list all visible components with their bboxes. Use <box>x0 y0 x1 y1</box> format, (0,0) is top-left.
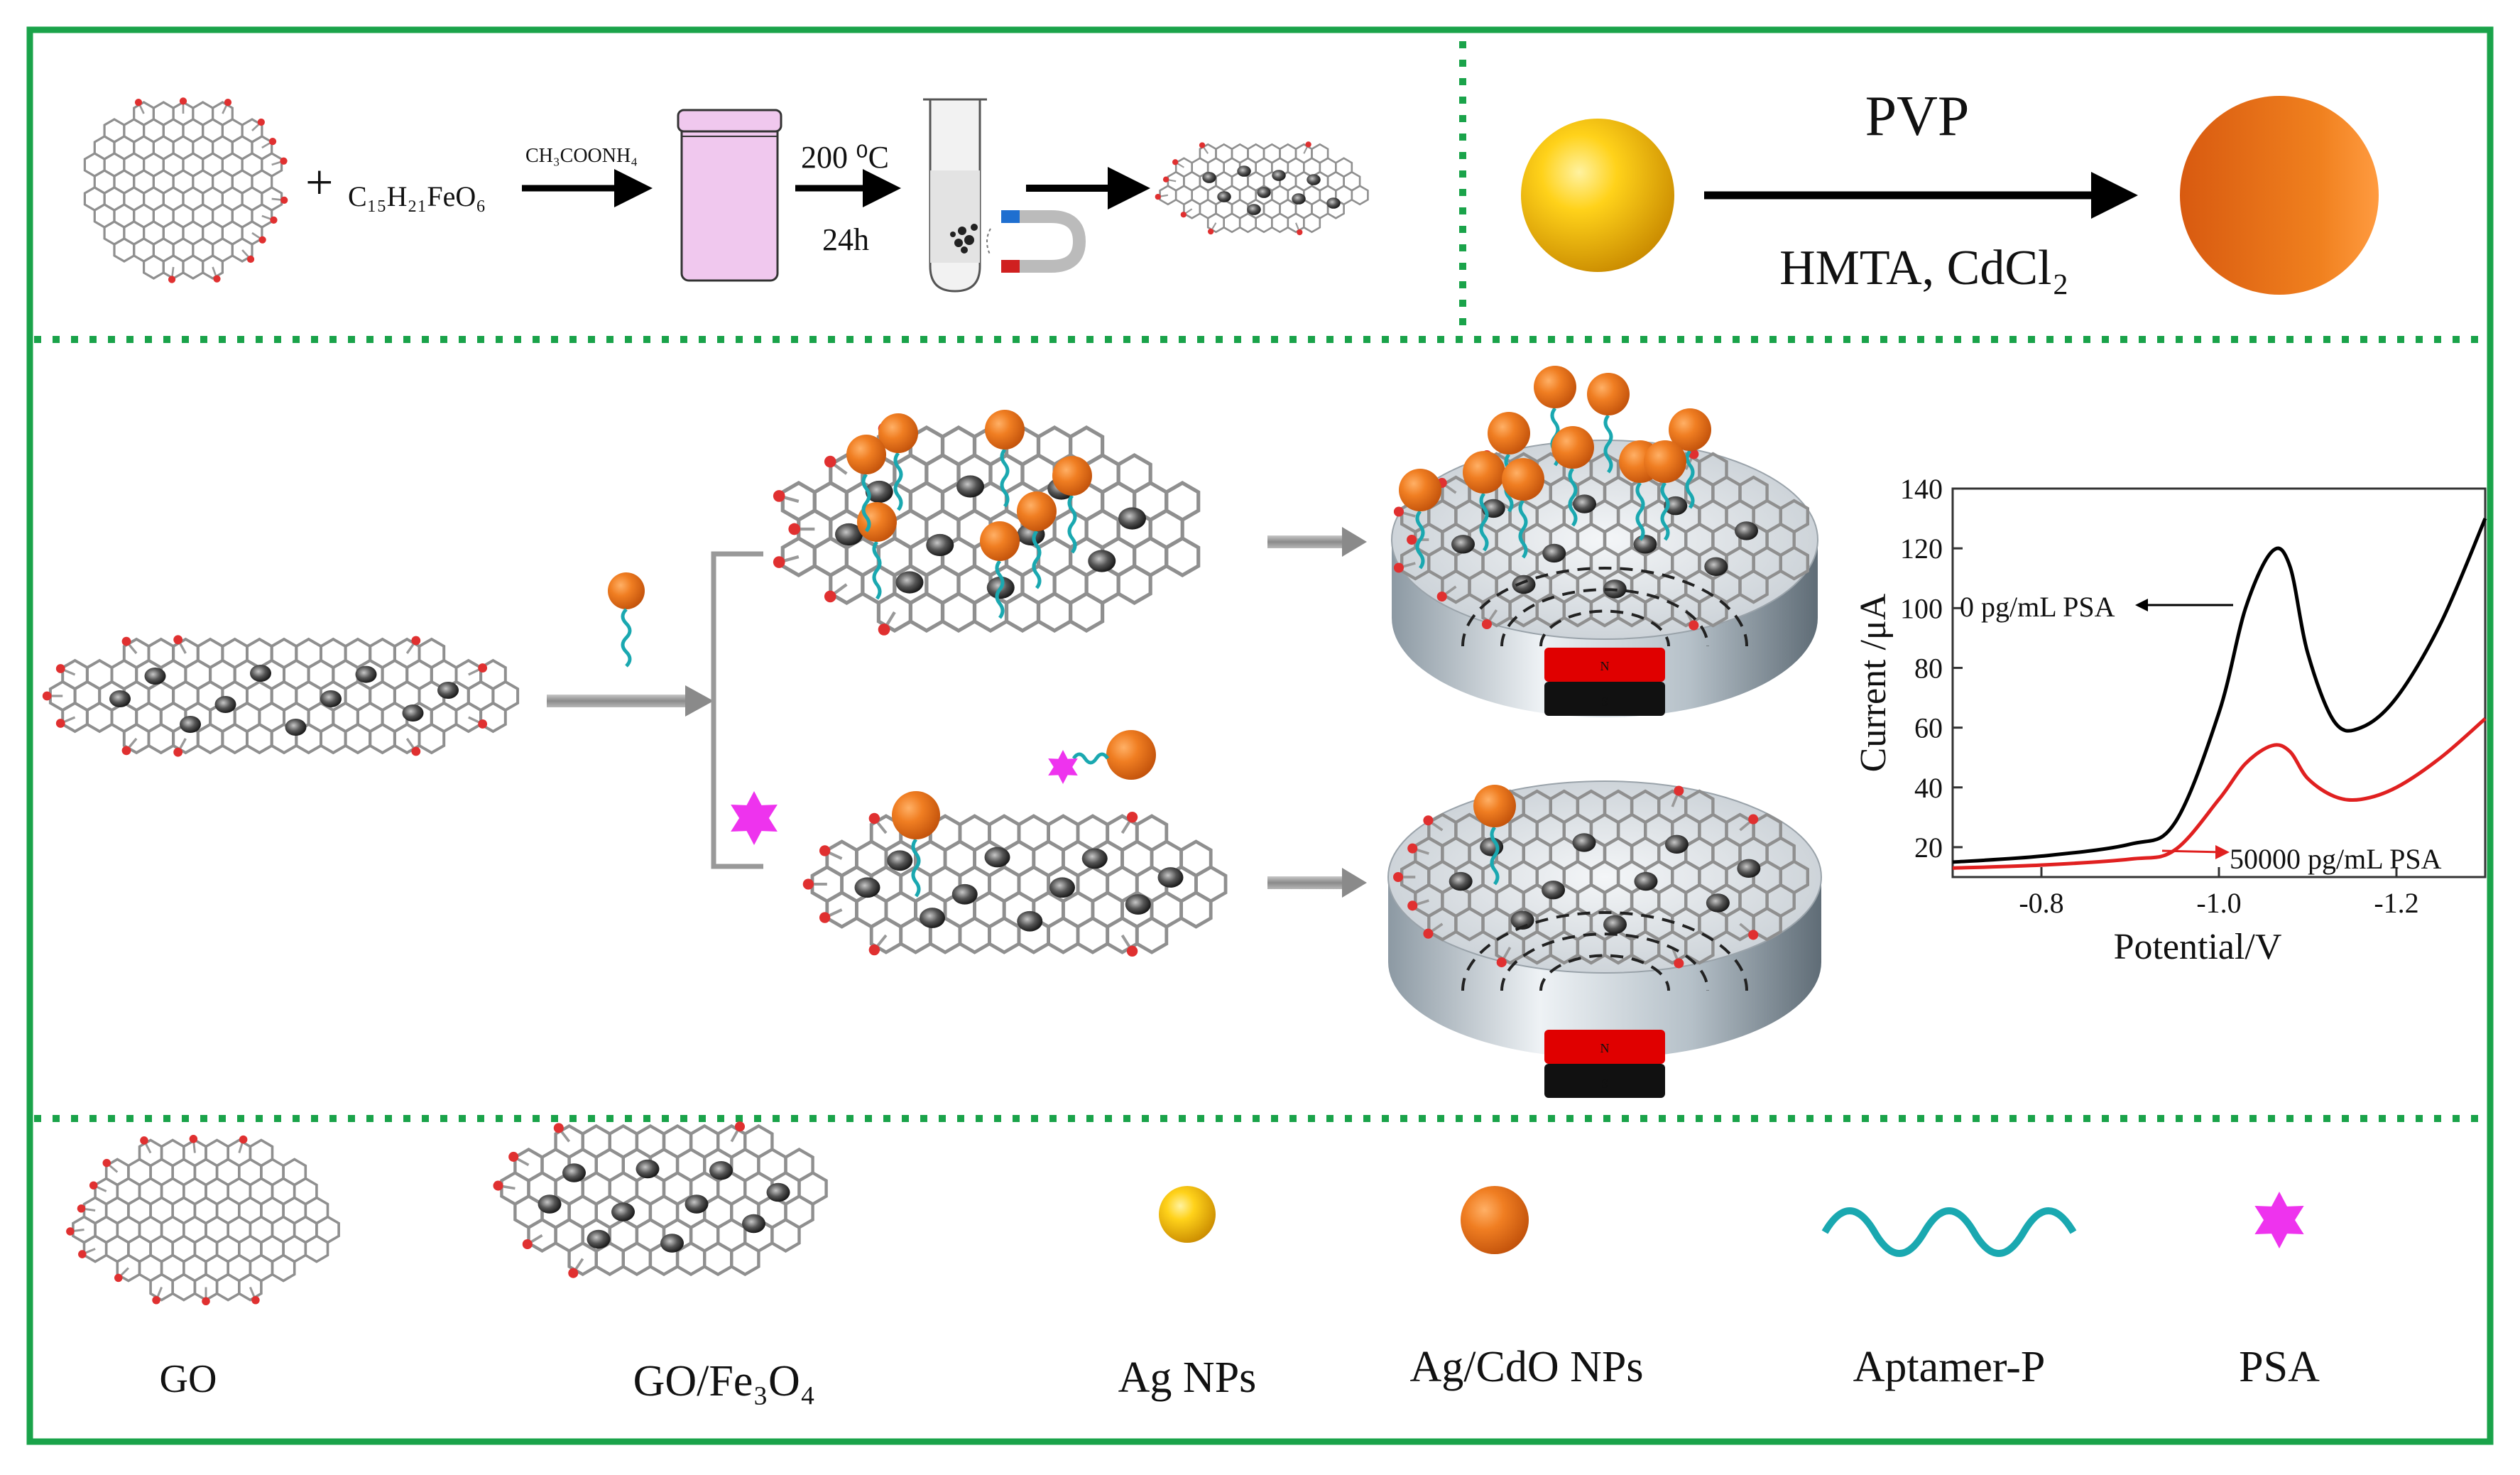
magnet-south-label: S <box>1601 1077 1608 1091</box>
magnet-north-label: N <box>1600 1041 1610 1055</box>
gray-arrow-upper <box>1267 527 1367 557</box>
go-fe3o4-sheet-large-icon <box>42 635 520 757</box>
plus-sign: + <box>305 156 333 210</box>
magnetic-electrode-upper: NS <box>1391 366 1818 717</box>
y-tick-label: 60 <box>1914 712 1943 744</box>
lower-branch-sheet <box>802 791 1228 957</box>
legend-go-label: GO <box>160 1357 217 1401</box>
x-tick-label: -1.0 <box>2196 887 2241 919</box>
series-50000-pg-line <box>1952 717 2487 870</box>
ag-nanoparticle-icon <box>1521 119 1674 272</box>
hmta-label: HMTA, CdCl₂ <box>1779 241 2069 295</box>
upper-branch-sheet <box>773 410 1201 636</box>
test-tube-magnet-icon <box>923 98 1086 293</box>
reagent-label: C₁₅H₂₁FeO₆ <box>348 180 486 212</box>
gray-arrow-main <box>547 685 714 717</box>
condition-label: CH₃COONH₄ <box>525 145 638 167</box>
go-fe3o4-sheet-icon <box>1155 141 1369 236</box>
legend-ag-np-icon <box>1159 1186 1216 1243</box>
psa-aptamer-complex-icon <box>1048 730 1156 784</box>
time-label: 24h <box>822 222 869 257</box>
legend-ag-nps-label: Ag NPs <box>1118 1354 1257 1402</box>
dpv-chart: 20 40 60 80 100 120 140 -0.8 -1.0 -1.2Potential/V… <box>1853 473 2487 967</box>
y-tick-label: 80 <box>1914 652 1943 684</box>
go-sheet-icon <box>83 97 288 283</box>
series-label-0: 0 pg/mL PSA <box>1960 591 2115 623</box>
series-label-1: 50000 pg/mL PSA <box>2230 843 2442 875</box>
legend-go-fe3o4-label: GO/Fe₃O₄ <box>633 1357 816 1405</box>
legend-aptamer-icon <box>1821 1207 2077 1257</box>
y-axis-label: Current /μA <box>1853 593 1894 772</box>
section-dividers <box>34 41 2485 1122</box>
series-0-pg-line <box>1952 518 2487 864</box>
legend-aptamer-label: Aptamer-P <box>1853 1343 2046 1391</box>
legend-ag-cdo-np-icon <box>1461 1186 1529 1254</box>
legend-go-icon <box>66 1135 340 1306</box>
aptamer-probe-icon <box>608 572 645 668</box>
legend-psa-star-icon <box>2254 1192 2304 1248</box>
reaction-vial-icon <box>677 109 782 282</box>
psa-star-icon <box>731 791 778 845</box>
legend-ag-cdo-nps-label: Ag/CdO NPs <box>1409 1343 1643 1391</box>
magnet-south-label: S <box>1601 695 1608 709</box>
outer-border <box>26 26 2494 1445</box>
y-tick-label: 40 <box>1914 772 1943 804</box>
x-axis-label: Potential/V <box>2114 927 2282 967</box>
y-tick-label: 20 <box>1914 832 1943 864</box>
legend-go-fe3o4-icon <box>493 1121 828 1278</box>
ag-cdo-nanoparticle-icon <box>2180 96 2379 295</box>
temperature-label: 200 ⁰C <box>801 140 889 175</box>
magnet-north-label: N <box>1600 659 1610 673</box>
y-tick-label: 100 <box>1900 592 1943 624</box>
pvp-label: PVP <box>1865 85 1970 148</box>
magnetic-electrode-lower: NS <box>1387 780 1822 1098</box>
x-tick-label: -1.2 <box>2374 887 2418 919</box>
y-tick-label: 140 <box>1900 473 1943 505</box>
y-tick-label: 120 <box>1900 533 1943 565</box>
gray-arrow-lower <box>1267 868 1367 898</box>
branch-bracket <box>711 551 763 869</box>
series-label-1-arrow <box>2161 849 2223 854</box>
x-tick-label: -0.8 <box>2019 887 2063 919</box>
legend-psa-label: PSA <box>2239 1343 2320 1391</box>
